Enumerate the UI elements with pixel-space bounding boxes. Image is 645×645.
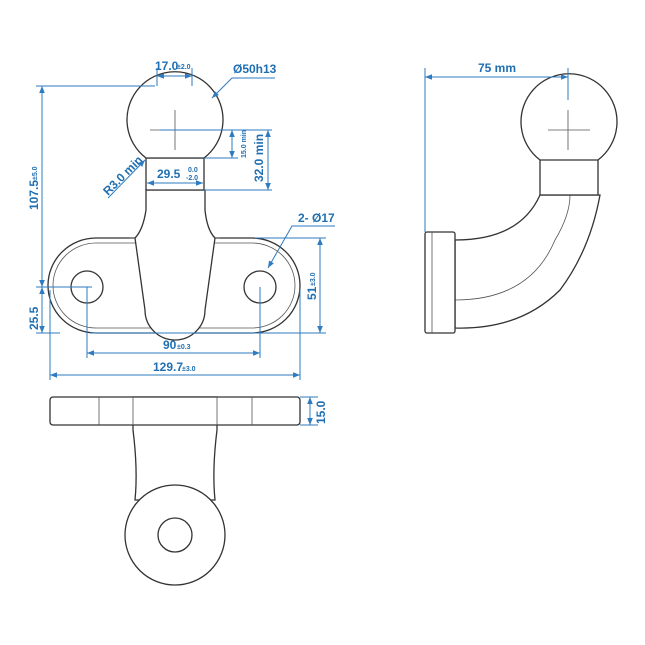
dim-tol: -2.0	[186, 175, 198, 182]
dim-neck-width: 17.0	[155, 59, 179, 73]
dim-plate-thickness: 15.0	[314, 400, 328, 424]
side-view: 75 mm	[424, 61, 618, 334]
plate-bottom	[49, 396, 301, 426]
curved-arm	[454, 194, 601, 329]
front-view	[47, 71, 301, 341]
dim-hole-offset: 25.5	[27, 306, 41, 330]
dim-tol: ±0.3	[177, 344, 191, 351]
dim-side-offset: 75 mm	[478, 61, 516, 75]
dim-tol: ±5.0	[32, 166, 39, 180]
dim-tol: ±2.0	[177, 64, 191, 71]
ball-hole	[157, 517, 193, 553]
side-plate	[424, 231, 456, 334]
dim-tol: ±3.0	[182, 366, 196, 373]
dim-tol: 0.0	[188, 167, 198, 174]
side-ball	[520, 73, 618, 161]
side-neck	[539, 157, 599, 196]
dim-plate-length: 129.7	[153, 360, 183, 374]
dim-overall-height: 107.5	[27, 180, 41, 210]
dim-neck-diameter: 29.5	[157, 167, 181, 181]
dim-neck-height-small: 15.0 min	[241, 130, 248, 158]
dim-tol: ±3.0	[310, 272, 317, 286]
stem	[134, 189, 216, 341]
bottom-view: 15.0	[49, 396, 328, 586]
dim-holes: 2- Ø17	[298, 211, 335, 225]
dim-hole-spacing: 90	[163, 338, 177, 352]
dim-plate-width: 51	[305, 286, 319, 300]
dim-ball-diameter: Ø50h13	[233, 62, 277, 76]
dim-radius: R3.0 min	[100, 153, 145, 198]
dim-neck-height: 32.0 min	[252, 134, 266, 182]
